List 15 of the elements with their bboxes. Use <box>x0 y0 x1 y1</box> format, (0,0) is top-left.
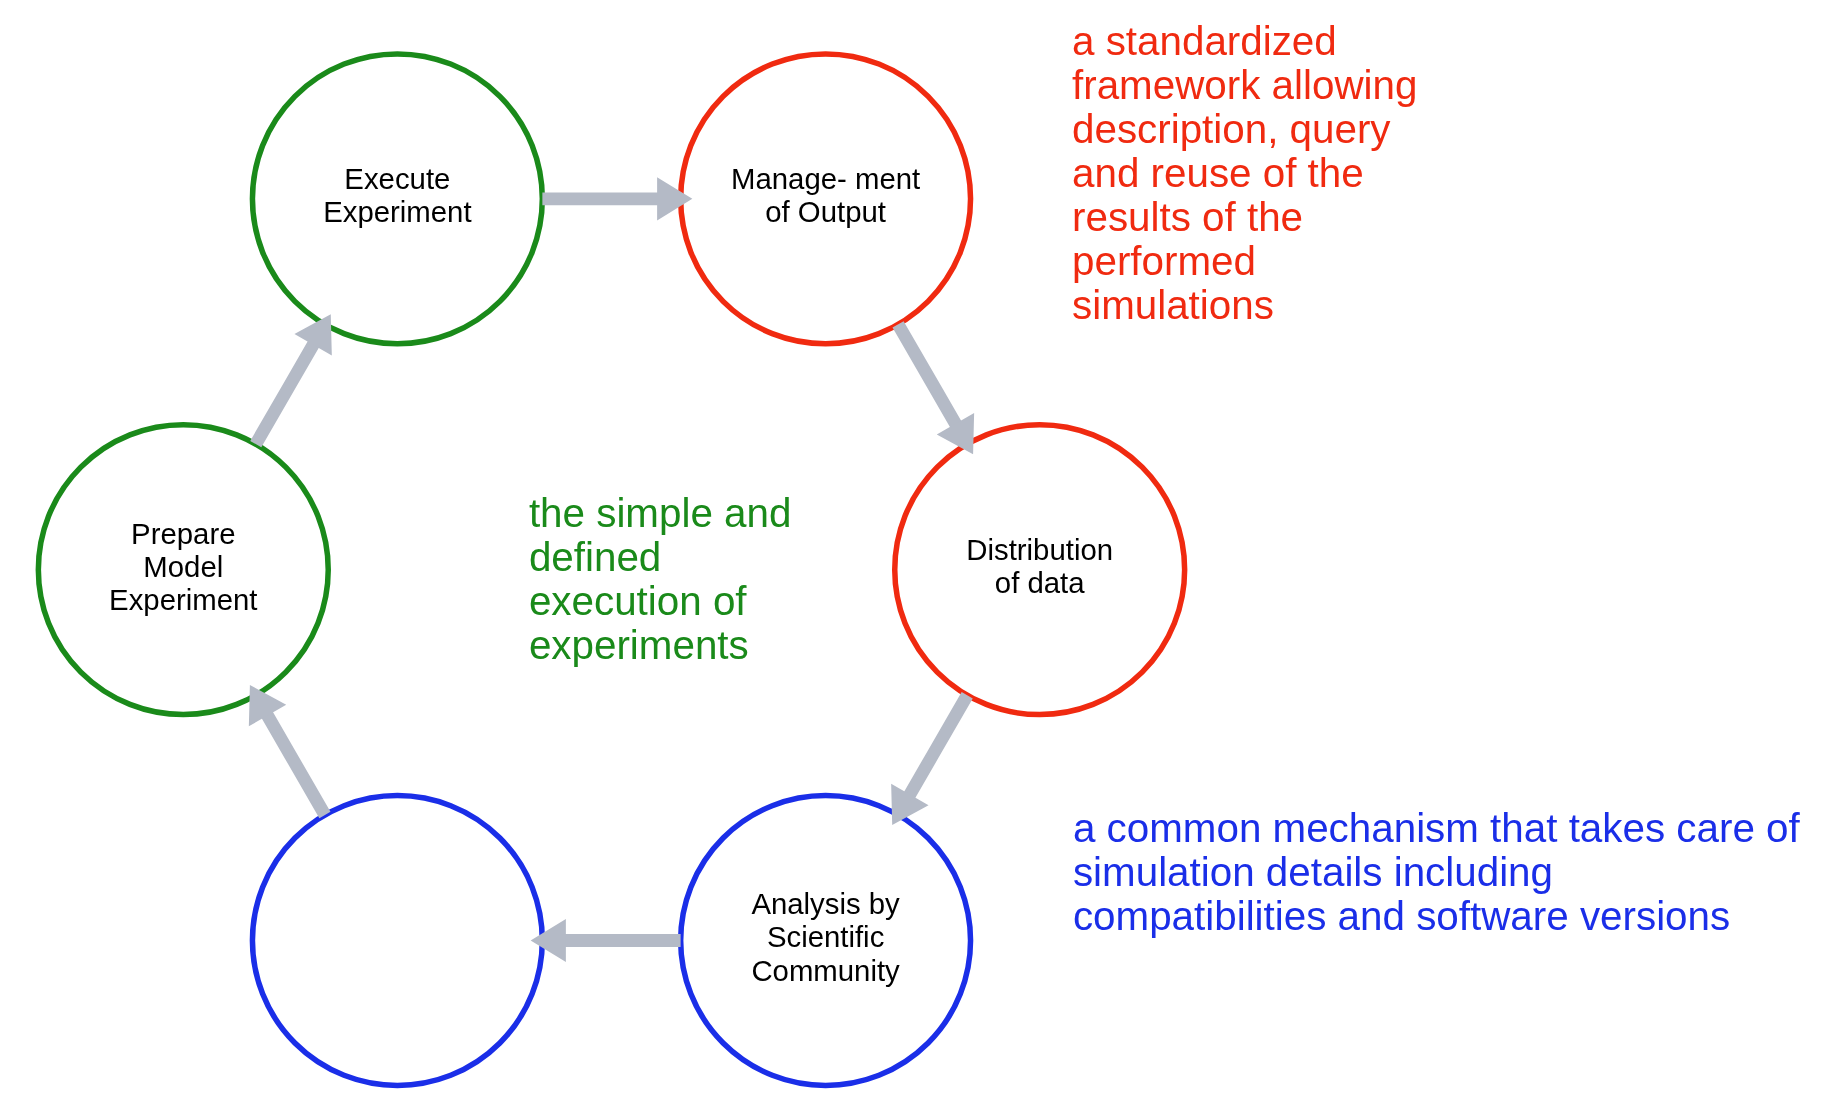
node-circle: Execute Experiment <box>249 51 546 347</box>
label: a common mechanism that takes care of simulation details including compatibilities and software versions <box>1072 805 1800 940</box>
node-circle: Prepare Model Experiment <box>35 421 331 718</box>
node-circle <box>249 792 546 1089</box>
node-circle: Analysis by Scientific Community <box>677 792 974 1089</box>
arrow <box>892 321 975 455</box>
arrow <box>248 685 331 819</box>
label: the simple and defined execution of experiments <box>528 489 792 668</box>
arrow <box>542 177 693 221</box>
arrow <box>530 918 681 963</box>
label: a standardized framework allowing description, query and reuse of the results of the performed simulations <box>1072 18 1418 329</box>
node-circle: Manage- ment of Output <box>677 51 974 347</box>
node-circle: Distribution of data <box>892 421 1188 718</box>
arrow <box>250 314 332 448</box>
arrow <box>891 692 973 826</box>
